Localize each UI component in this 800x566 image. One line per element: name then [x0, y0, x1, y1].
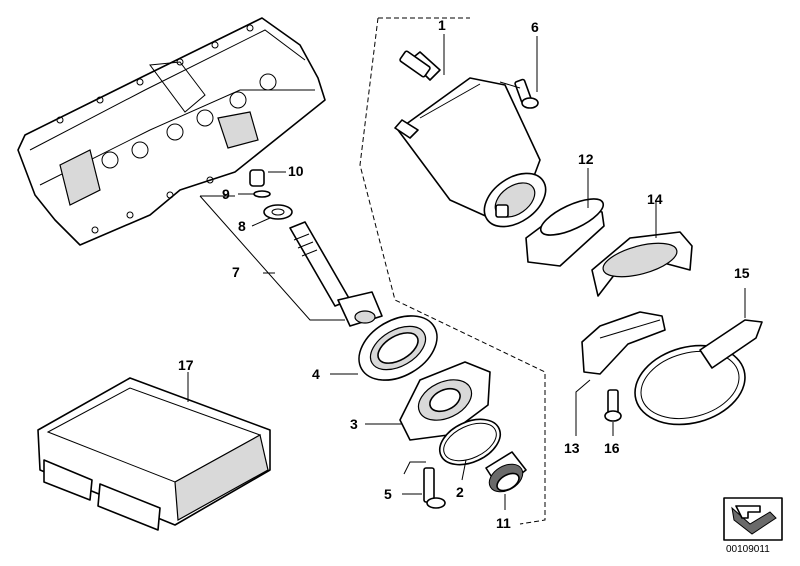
- callout-2: 2: [456, 484, 464, 500]
- callout-11: 11: [496, 515, 511, 531]
- corner-badge: 00109011: [723, 497, 783, 555]
- part-9-ring: [238, 190, 271, 198]
- part-15-hose-clamp: [634, 288, 763, 426]
- callout-16: 16: [604, 440, 620, 456]
- part-6-screw: [499, 36, 539, 109]
- part-4-large-seal: [330, 315, 438, 381]
- callout-12: 12: [578, 151, 594, 167]
- callout-14: 14: [647, 191, 663, 207]
- callout-10: 10: [288, 163, 304, 179]
- part-3-housing: [365, 361, 491, 441]
- part-1-motor: [394, 34, 547, 228]
- part-12-band: [525, 168, 605, 267]
- part-2-o-ring: [438, 418, 502, 481]
- callout-9: 9: [222, 186, 230, 202]
- valve-cover: [17, 17, 326, 246]
- part-8-seal: [251, 204, 293, 227]
- callout-8: 8: [238, 218, 246, 234]
- callout-5: 5: [384, 486, 392, 502]
- callout-15: 15: [734, 265, 750, 281]
- reference-number: 00109011: [726, 544, 770, 555]
- callout-4: 4: [312, 366, 320, 382]
- assembly-frame: [359, 17, 546, 525]
- part-7-shaft: [199, 195, 383, 327]
- part-13-bracket: [575, 311, 666, 436]
- part-14-bracket: [591, 200, 693, 297]
- callout-13: 13: [564, 440, 580, 456]
- callout-7: 7: [232, 264, 240, 280]
- part-5-bolt: [402, 461, 446, 509]
- callout-3: 3: [350, 416, 358, 432]
- part-16-bolt: [604, 389, 622, 436]
- part-10-sleeve: [249, 169, 286, 187]
- callout-1: 1: [438, 17, 446, 33]
- callout-17: 17: [178, 357, 194, 373]
- part-17-control-unit: [37, 372, 271, 531]
- part-11-threaded-cap: [485, 451, 527, 510]
- callouts: 1 2 3 4 5 6 7 8 9 10 11 12 13 14 15 16 1…: [178, 17, 750, 531]
- callout-6: 6: [531, 19, 539, 35]
